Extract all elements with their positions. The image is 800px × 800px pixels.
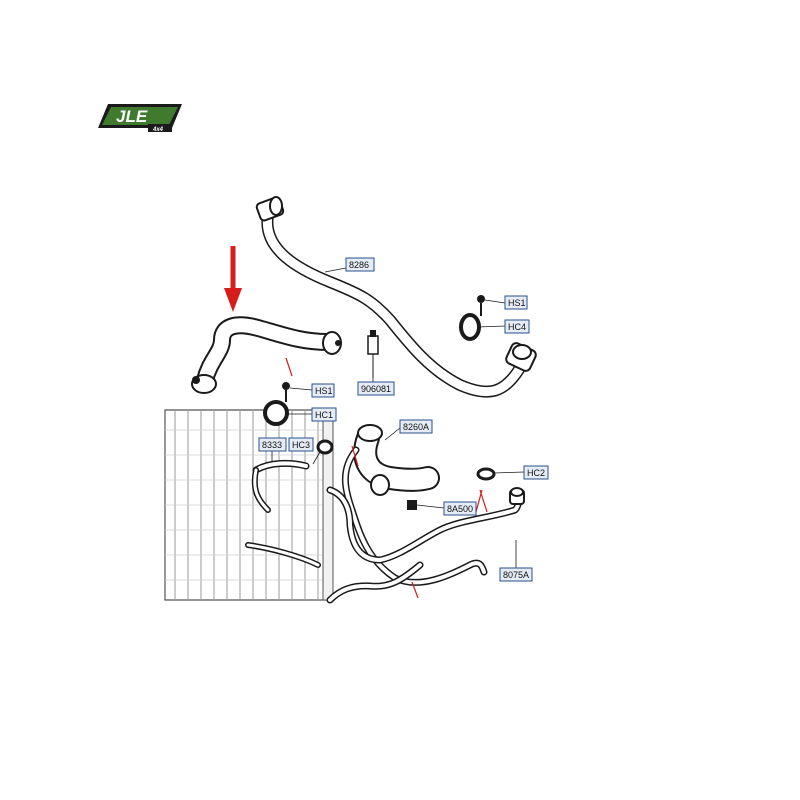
label-906081: 906081	[357, 381, 395, 396]
jle-logo: JLE 4x4	[98, 104, 182, 133]
svg-text:8075A: 8075A	[503, 570, 529, 580]
clamp-hc1	[263, 400, 312, 426]
logo-subtext: 4x4	[152, 127, 164, 133]
label-8a500: 8A500	[443, 501, 477, 516]
screw-hs1-mid	[282, 382, 313, 402]
svg-text:8333: 8333	[262, 440, 282, 450]
hose-8286	[255, 196, 537, 398]
svg-text:HS1: HS1	[508, 298, 526, 308]
clamp-hc3	[312, 439, 334, 465]
red-ticks	[351, 445, 488, 599]
leader-lines	[271, 267, 517, 568]
upper-radiator-hose	[191, 316, 342, 394]
svg-text:8286: 8286	[349, 260, 369, 270]
label-hc4: HC4	[504, 319, 530, 334]
svg-text:HC3: HC3	[292, 440, 310, 450]
red-arrow-icon	[224, 246, 242, 312]
label-8286: 8286	[345, 257, 375, 272]
svg-text:8260A: 8260A	[403, 422, 429, 432]
red-tick	[285, 357, 293, 377]
label-hc2: HC2	[523, 465, 549, 480]
screw-hs1-top	[477, 295, 506, 316]
label-hc1: HC1	[311, 407, 337, 422]
clamp-hc4	[459, 313, 506, 341]
logo-text: JLE	[116, 107, 148, 126]
svg-text:HC2: HC2	[527, 468, 545, 478]
hose-8260a	[353, 424, 440, 496]
label-8333: 8333	[258, 437, 287, 452]
svg-text:HC4: HC4	[508, 322, 526, 332]
label-8260a: 8260A	[399, 419, 433, 434]
svg-text:8A500: 8A500	[447, 504, 473, 514]
sensor-906081	[367, 330, 379, 378]
sensor-8a500	[407, 500, 445, 510]
label-8075a: 8075A	[499, 567, 533, 582]
svg-text:906081: 906081	[361, 384, 391, 394]
label-hs1-mid: HS1	[311, 383, 335, 398]
label-hs1-top: HS1	[504, 295, 528, 310]
label-hc3: HC3	[288, 437, 314, 452]
lower-coolant-pipes	[245, 446, 525, 604]
clamp-hc2	[476, 467, 525, 481]
svg-text:HC1: HC1	[315, 410, 333, 420]
svg-text:HS1: HS1	[315, 386, 333, 396]
